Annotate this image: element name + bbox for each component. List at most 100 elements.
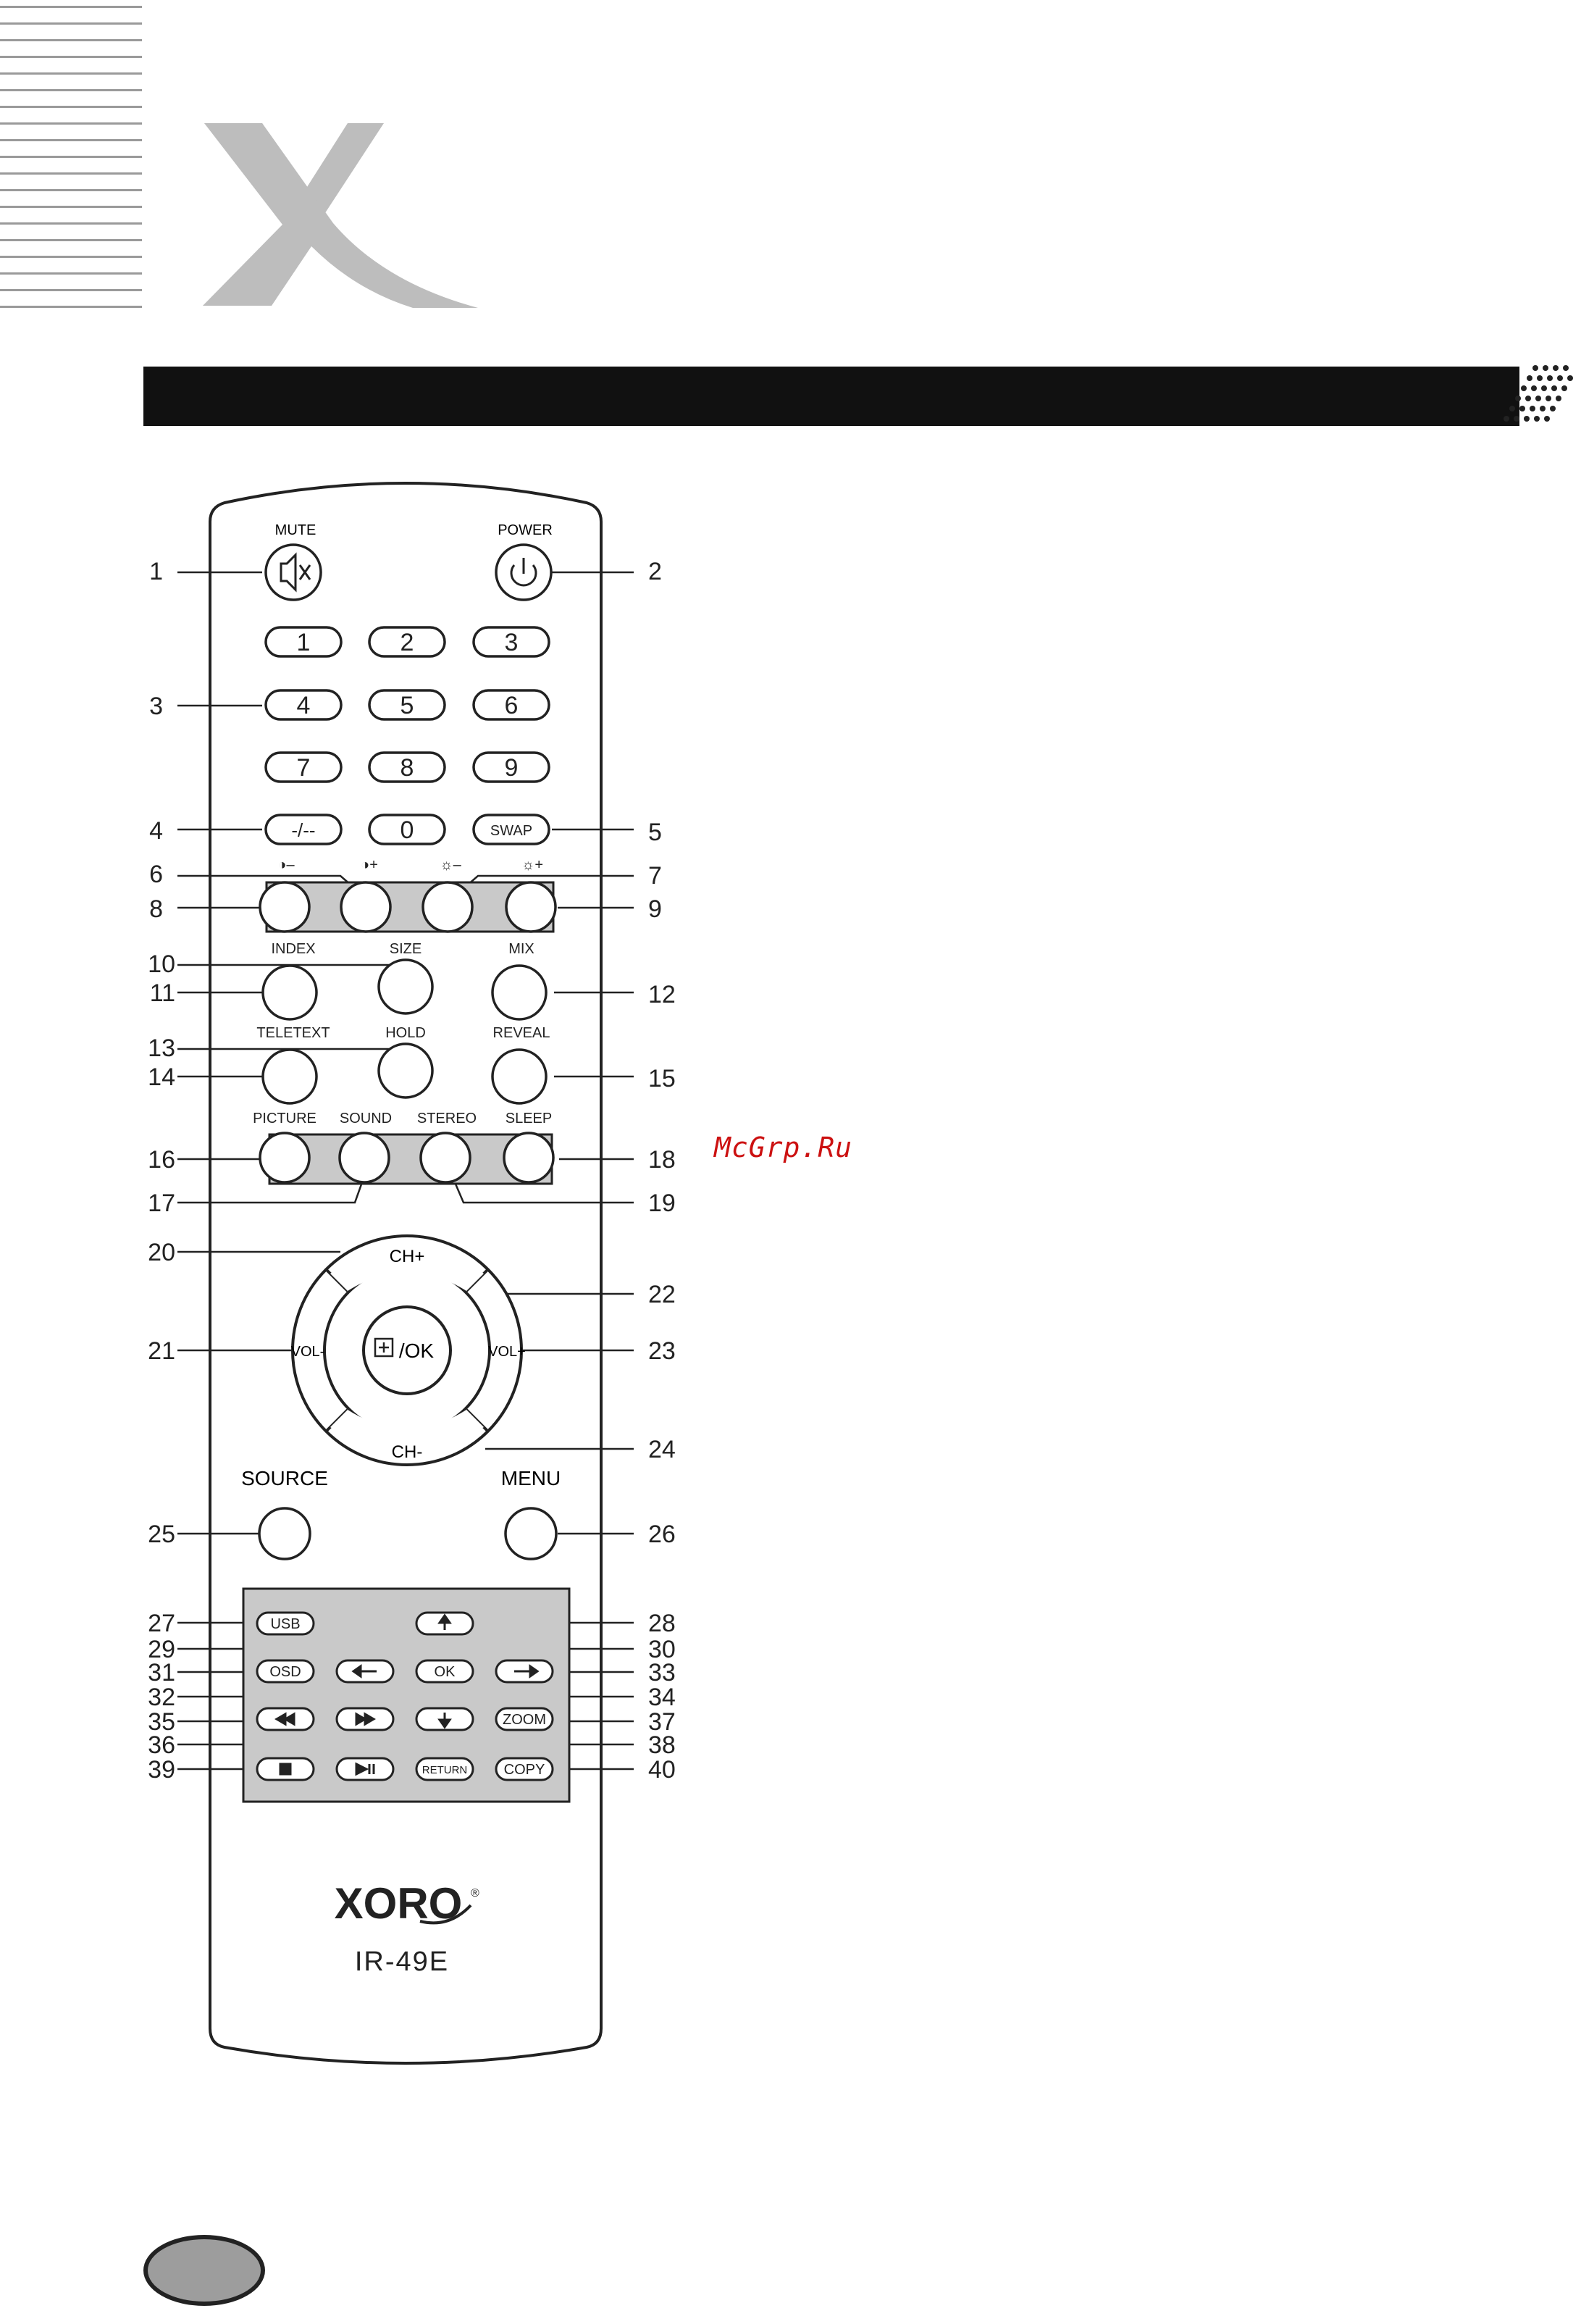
- brand-name: XORO: [335, 1879, 463, 1928]
- digit-6-label: 6: [505, 692, 519, 719]
- index-label: INDEX: [271, 941, 315, 957]
- callout-19: 19: [648, 1190, 676, 1217]
- stop-icon: [279, 1763, 292, 1776]
- callout-32: 32: [148, 1684, 175, 1711]
- digit-2-button[interactable]: [368, 626, 446, 658]
- stereo-label: STEREO: [417, 1111, 477, 1127]
- ch-plus-button[interactable]: [330, 1249, 484, 1291]
- brand-swoosh: [419, 1904, 472, 1925]
- callout-29: 29: [148, 1636, 175, 1663]
- brightness-plus-button[interactable]: [505, 881, 557, 933]
- contrast-plus-button[interactable]: [340, 881, 392, 933]
- menu-button[interactable]: [504, 1507, 558, 1560]
- index-button[interactable]: [261, 964, 318, 1021]
- callout-30: 30: [648, 1636, 676, 1663]
- mute-icon: [280, 552, 311, 593]
- usb-button[interactable]: [256, 1611, 315, 1636]
- digit-9-button[interactable]: [472, 751, 550, 783]
- return-button[interactable]: [415, 1757, 474, 1781]
- callout-numbers: 1 2 3 4 5 6 7 8 9 10 11 12 13 14 15 16 1…: [148, 558, 676, 1784]
- zoom-button[interactable]: [495, 1707, 554, 1731]
- digit-4-button[interactable]: [264, 689, 343, 721]
- callout-36: 36: [148, 1731, 175, 1759]
- digit-1-button[interactable]: [264, 626, 343, 658]
- digit-7-button[interactable]: [264, 751, 343, 783]
- callout-40: 40: [648, 1756, 676, 1784]
- ok-button[interactable]: [362, 1305, 452, 1395]
- swap-button[interactable]: [472, 814, 550, 845]
- reveal-button[interactable]: [491, 1048, 548, 1105]
- callout-15: 15: [648, 1065, 676, 1092]
- contrast-minus-button[interactable]: [259, 881, 311, 933]
- callout-8: 8: [149, 895, 163, 923]
- callout-22: 22: [648, 1281, 676, 1308]
- hold-label: HOLD: [385, 1025, 426, 1041]
- callout-13: 13: [148, 1034, 175, 1062]
- digit-0-button[interactable]: [368, 814, 446, 845]
- hold-button[interactable]: [377, 1042, 434, 1099]
- callout-25: 25: [148, 1521, 175, 1548]
- return-label: RETURN: [422, 1764, 468, 1776]
- digit-8-button[interactable]: [368, 751, 446, 783]
- dash-button[interactable]: [264, 814, 343, 845]
- ch-minus-button[interactable]: [330, 1410, 484, 1452]
- digit-3-button[interactable]: [472, 626, 550, 658]
- copy-button[interactable]: [495, 1757, 554, 1781]
- fast-forward-icon: [355, 1712, 376, 1726]
- callout-17: 17: [148, 1190, 175, 1217]
- vol-plus-label: VOL+: [488, 1344, 526, 1360]
- callout-18: 18: [648, 1146, 676, 1174]
- ch-plus-label: CH+: [390, 1247, 425, 1266]
- swap-label: SWAP: [490, 823, 532, 839]
- callout-21: 21: [148, 1337, 175, 1365]
- callout-38: 38: [648, 1731, 676, 1759]
- power-icon: [510, 558, 537, 587]
- mix-button[interactable]: [491, 964, 548, 1021]
- reveal-label: REVEAL: [493, 1025, 550, 1041]
- callout-34: 34: [648, 1684, 676, 1711]
- picture-button[interactable]: [259, 1132, 311, 1184]
- callout-12: 12: [648, 981, 676, 1008]
- brightness-minus-label: ☼–: [440, 857, 461, 873]
- contrast-plus-label: ◑+: [361, 857, 378, 873]
- ok-small-label: OK: [435, 1664, 456, 1680]
- page-tab-decoration: [143, 2235, 265, 2306]
- model-name: IR-49E: [355, 1947, 449, 1977]
- teletext-button[interactable]: [261, 1048, 318, 1105]
- size-button[interactable]: [377, 958, 434, 1015]
- picture-label: PICTURE: [253, 1111, 316, 1127]
- brightness-minus-button[interactable]: [422, 881, 474, 933]
- osd-button[interactable]: [256, 1659, 315, 1684]
- digit-5-label: 5: [401, 692, 414, 719]
- sleep-button[interactable]: [503, 1132, 555, 1184]
- callout-24: 24: [648, 1436, 676, 1463]
- zoom-label: ZOOM: [503, 1712, 546, 1728]
- mute-button[interactable]: [264, 543, 322, 601]
- brand-x-logo: [203, 123, 478, 308]
- play-pause-icon: [355, 1762, 375, 1776]
- digit-5-button[interactable]: [368, 689, 446, 721]
- usb-label: USB: [270, 1616, 300, 1632]
- power-label: POWER: [498, 522, 553, 538]
- callout-10: 10: [148, 950, 175, 978]
- sound-button[interactable]: [338, 1132, 390, 1184]
- dot-pattern-decoration: [1504, 365, 1573, 422]
- callout-7: 7: [648, 862, 662, 890]
- callout-23: 23: [648, 1337, 676, 1365]
- ok-small-button[interactable]: [415, 1659, 474, 1684]
- callout-5: 5: [648, 819, 662, 846]
- digit-9-label: 9: [505, 754, 519, 782]
- source-label: SOURCE: [241, 1467, 328, 1489]
- source-button[interactable]: [258, 1507, 311, 1560]
- callout-6: 6: [149, 861, 163, 888]
- size-label: SIZE: [390, 941, 422, 957]
- digit-2-label: 2: [401, 629, 414, 656]
- callout-4: 4: [149, 817, 163, 845]
- callout-20: 20: [148, 1239, 175, 1266]
- arrow-down-icon: [437, 1713, 452, 1729]
- callout-27: 27: [148, 1610, 175, 1637]
- callout-14: 14: [148, 1063, 175, 1091]
- stereo-button[interactable]: [419, 1132, 471, 1184]
- digit-6-button[interactable]: [472, 689, 550, 721]
